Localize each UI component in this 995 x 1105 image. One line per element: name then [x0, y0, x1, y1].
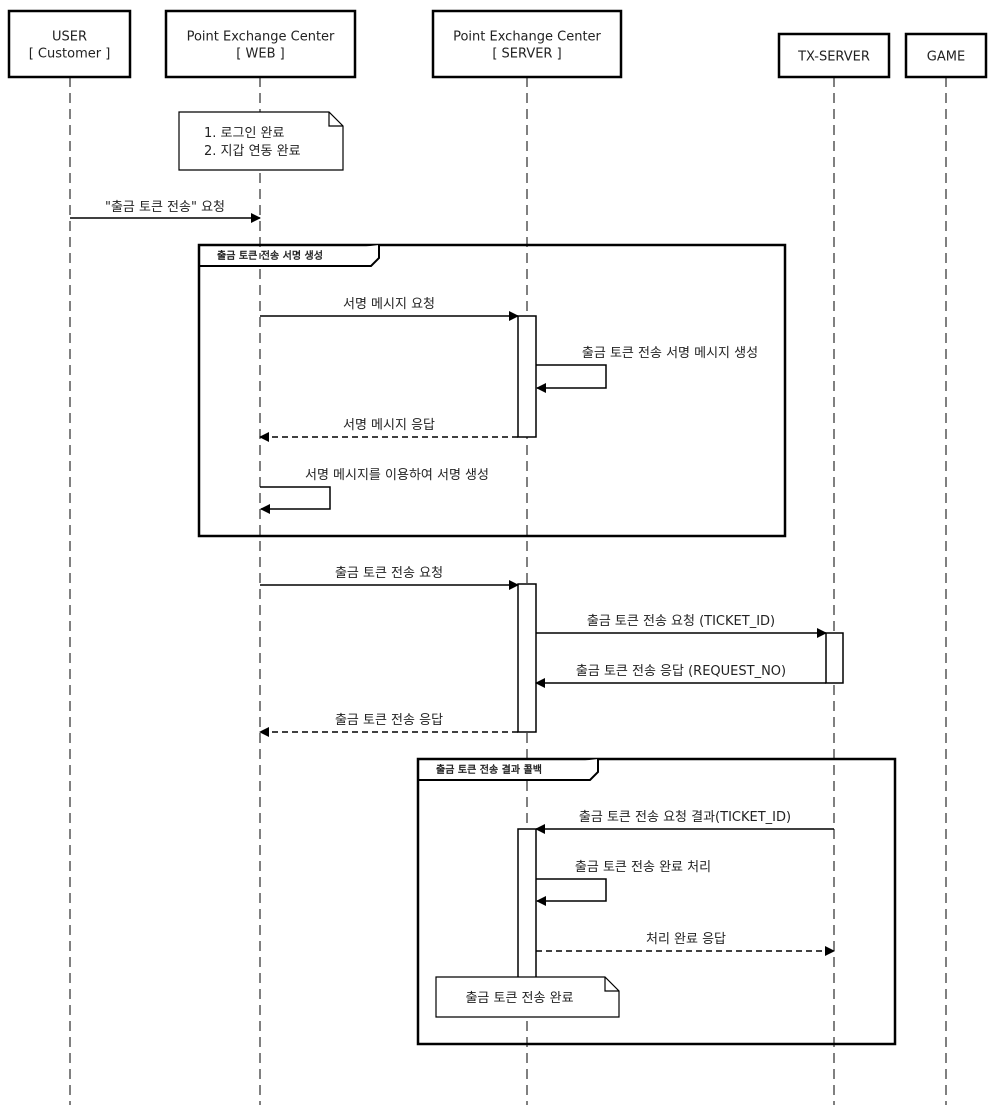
message-label: "출금 토큰 전송" 요청 [105, 200, 225, 215]
participant-label: USER [52, 30, 87, 45]
note-text: 1. 로그인 완료 [204, 126, 285, 141]
activation-server [517, 828, 537, 980]
message-label: 출금 토큰 전송 요청 (TICKET_ID) [587, 614, 775, 629]
message-arrow: 서명 메시지를 이용하여 서명 생성 [260, 468, 489, 514]
message-arrow: 출금 토큰 전송 완료 처리 [536, 860, 711, 906]
message-label: 서명 메시지 요청 [343, 297, 435, 312]
participant-label: Point Exchange Center [453, 30, 601, 45]
message-arrow: 출금 토큰 전송 요청 (TICKET_ID) [536, 614, 827, 638]
message-label: 출금 토큰 전송 응답 [335, 713, 443, 728]
participant-server: Point Exchange Center [ SERVER ] [431, 9, 623, 79]
message-arrow: 출금 토큰 전송 서명 메시지 생성 [536, 346, 758, 393]
participant-tx: TX-SERVER [777, 32, 891, 79]
fragment-callback: 출금 토큰 전송 결과 콜백 [416, 757, 897, 1046]
message-arrow: 출금 토큰 전송 요청 결과(TICKET_ID) [535, 810, 834, 834]
note-text: 2. 지갑 연동 완료 [204, 144, 301, 159]
message-arrow: 처리 완료 응답 [536, 932, 835, 956]
participant-label: [ Customer ] [29, 47, 111, 62]
fragment-label: 출금 토큰 전송 결과 콜백 [436, 763, 542, 776]
activation-server [517, 315, 537, 438]
participant-label: [ SERVER ] [492, 47, 561, 62]
message-label: 처리 완료 응답 [646, 932, 726, 947]
note-text: 출금 토큰 전송 완료 [465, 991, 573, 1006]
fragment-label: 출금 토큰 전송 서명 생성 [217, 249, 323, 262]
message-label: 출금 토큰 전송 응답 (REQUEST_NO) [576, 664, 786, 679]
message-label: 서명 메시지를 이용하여 서명 생성 [305, 468, 489, 483]
note-prereq: 1. 로그인 완료 2. 지갑 연동 완료 [178, 111, 344, 171]
message-arrow: 출금 토큰 전송 응답 (REQUEST_NO) [535, 664, 826, 688]
participant-label: GAME [927, 50, 965, 65]
participant-label: [ WEB ] [236, 47, 284, 62]
participant-label: Point Exchange Center [187, 30, 335, 45]
fragment-sign: 출금 토큰 전송 서명 생성 [197, 243, 787, 538]
message-label: 출금 토큰 전송 서명 메시지 생성 [582, 346, 758, 361]
activation-tx [825, 632, 844, 684]
participant-game: GAME [904, 32, 988, 79]
message-arrow: "출금 토큰 전송" 요청 [70, 200, 261, 223]
message-label: 서명 메시지 응답 [343, 418, 435, 433]
participant-web: Point Exchange Center [ WEB ] [164, 9, 357, 79]
message-label: 출금 토큰 전송 완료 처리 [575, 860, 711, 875]
note-done: 출금 토큰 전송 완료 [435, 976, 620, 1018]
participant-user: USER [ Customer ] [7, 9, 132, 79]
message-arrow: 서명 메시지 응답 [259, 418, 518, 442]
message-arrow: 출금 토큰 전송 응답 [259, 713, 518, 737]
message-label: 출금 토큰 전송 요청 [335, 566, 443, 581]
message-arrow: 서명 메시지 요청 [260, 297, 519, 321]
message-label: 출금 토큰 전송 요청 결과(TICKET_ID) [579, 810, 791, 825]
participant-label: TX-SERVER [797, 50, 870, 65]
message-arrow: 출금 토큰 전송 요청 [260, 566, 519, 590]
activation-server [517, 583, 537, 733]
